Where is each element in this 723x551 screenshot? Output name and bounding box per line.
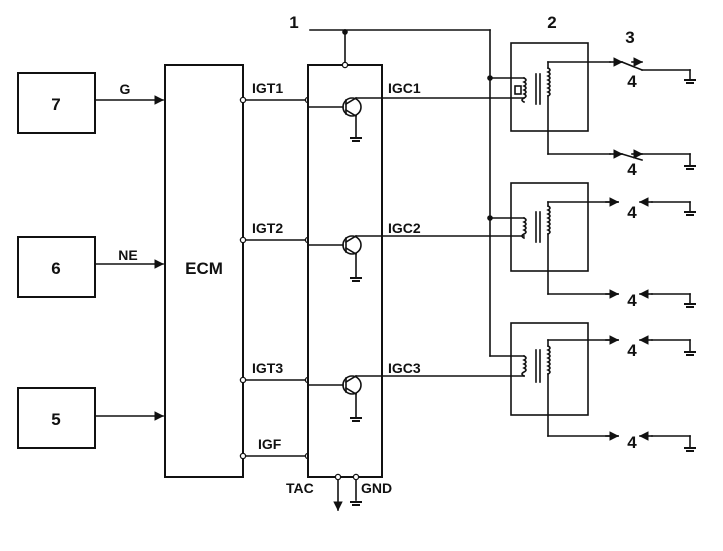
ecm-label: ECM <box>185 259 223 278</box>
plug-label-2a: 4 <box>627 203 637 222</box>
spark-plug-2a: 4 <box>605 197 696 222</box>
spark-plug-2b: 4 <box>605 289 696 310</box>
callout-1: 1 <box>289 13 298 32</box>
igt2-label: IGT2 <box>252 220 283 236</box>
sensor-5-label: 5 <box>51 410 60 429</box>
spark-plug-3b: 4 <box>605 431 696 452</box>
sensor-6-label: 6 <box>51 259 60 278</box>
spark-plug-3a: 4 <box>605 335 696 360</box>
igniter-block <box>307 64 383 478</box>
igt1-label: IGT1 <box>252 80 283 96</box>
signal-ne-label: NE <box>118 247 137 263</box>
transistor-2 <box>307 234 362 282</box>
sensor-7-box: 7 <box>17 72 96 134</box>
transistor-3 <box>307 374 362 422</box>
gnd-label: GND <box>361 480 392 496</box>
ecm-block: ECM <box>164 64 244 478</box>
signal-g-label: G <box>120 81 131 97</box>
plug-label-2b: 4 <box>627 291 637 310</box>
igc3-label: IGC3 <box>388 360 421 376</box>
plug-label-3a: 4 <box>627 341 637 360</box>
callout-3: 3 <box>625 28 634 47</box>
callout-2: 2 <box>547 13 556 32</box>
igc2-label: IGC2 <box>388 220 421 236</box>
plug-label-1a: 4 <box>627 72 637 91</box>
ignition-coil-2 <box>381 182 619 295</box>
igf-label: IGF <box>258 436 282 452</box>
spark-plug-1b: 4 <box>609 149 696 179</box>
ignition-coil-3 <box>381 322 619 437</box>
tac-label: TAC <box>286 480 314 496</box>
sensor-5-box: 5 <box>17 387 96 449</box>
plug-label-1b: 4 <box>627 160 637 179</box>
plug-label-3b: 4 <box>627 433 637 452</box>
ignition-coil-1 <box>381 42 611 155</box>
sensor-6-box: 6 <box>17 236 96 298</box>
igc1-label: IGC1 <box>388 80 421 96</box>
transistor-1 <box>307 96 362 142</box>
igt3-label: IGT3 <box>252 360 283 376</box>
sensor-7-label: 7 <box>51 95 60 114</box>
spark-plug-1a: 4 <box>609 57 696 91</box>
